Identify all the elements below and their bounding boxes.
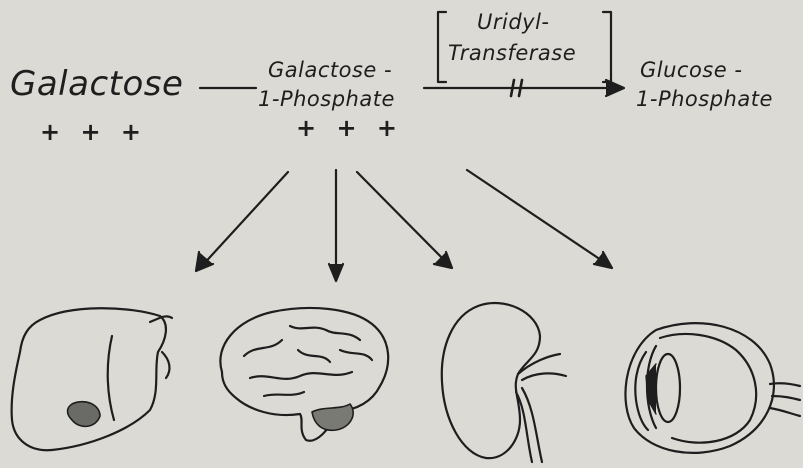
intermediate-label-line1: Galactose -: [268, 58, 392, 82]
arrow-to-eye: [467, 170, 612, 268]
product-label-line2: 1-Phosphate: [636, 87, 773, 111]
liver-icon: [12, 308, 172, 450]
enzyme-label-line2: Transferase: [448, 41, 576, 65]
intermediate-level: + + +: [296, 114, 403, 142]
arrow-to-kidney: [357, 172, 452, 268]
product-label-line1: Glucose -: [640, 58, 742, 82]
brain-icon: [220, 308, 388, 441]
reaction-arrow: [424, 80, 624, 96]
arrow-to-brain: [329, 170, 343, 281]
kidney-icon: [442, 303, 566, 462]
enzyme-label-line1: Uridyl-: [477, 10, 550, 34]
substrate-label: Galactose: [10, 64, 183, 104]
eye-icon: [625, 323, 800, 453]
arrow-to-liver: [196, 172, 288, 271]
substrate-level: + + +: [40, 118, 147, 146]
intermediate-label-line2: 1-Phosphate: [258, 87, 395, 111]
